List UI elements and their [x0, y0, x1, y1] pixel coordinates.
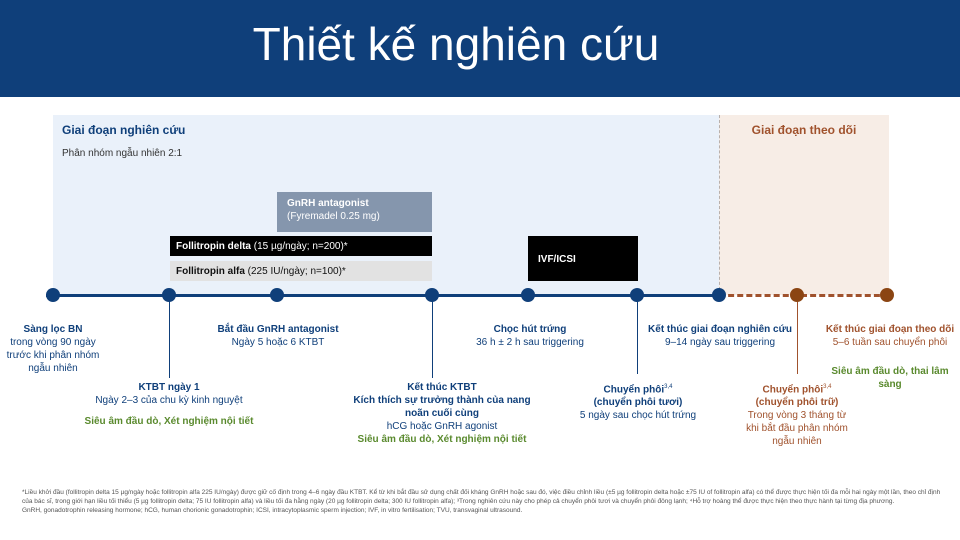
followup-phase-region — [719, 115, 889, 295]
study-phase-label: Giai đoạn nghiên cứu — [62, 123, 186, 137]
alfa-detail: (225 IU/ngày; n=100)* — [244, 266, 346, 277]
timeline-study — [46, 294, 719, 297]
stem-transfer-frozen — [797, 300, 798, 374]
timeline-followup — [719, 294, 889, 297]
footnote-abbreviations: GnRH, gonadotrophin releasing hormone; h… — [22, 507, 523, 514]
follitropin-alfa-box: Follitropin alfa (225 IU/ngày; n=100)* — [170, 261, 432, 281]
footnote: *Liều khởi đầu (follitropin delta 15 µg/… — [22, 488, 942, 515]
label-antagonist-start: Bắt đầu GnRH antagonist Ngày 5 hoặc 6 KT… — [188, 323, 368, 349]
stem-ktbt — [169, 300, 170, 378]
ktbt-end-assessment: Siêu âm đầu dò, Xét nghiệm nội tiết — [357, 434, 527, 445]
study-end-title: Kết thúc giai đoạn nghiên cứu — [648, 324, 792, 335]
antagonist-detail: (Fyremadel 0.25 mg) — [287, 211, 380, 222]
transfer-frozen-subtitle: (chuyển phôi trữ) — [755, 397, 839, 409]
followup-end-detail: 5–6 tuần sau chuyển phôi — [832, 337, 948, 348]
followup-end-title: Kết thúc giai đoạn theo dõi — [825, 324, 955, 335]
ktbt-detail: Ngày 2–3 của chu kỳ kinh nguyệt — [95, 395, 243, 406]
label-ktbt: KTBT ngày 1 Ngày 2–3 của chu kỳ kinh ngu… — [74, 381, 264, 428]
transfer-fresh-sup: 3,4 — [664, 384, 673, 390]
screening-title: Sàng lọc BN — [23, 324, 83, 335]
node-transfer-fresh — [630, 288, 644, 302]
transfer-fresh-title: Chuyển phôi — [603, 384, 665, 396]
ktbt-assessment: Siêu âm đầu dò, Xét nghiệm nội tiết — [84, 416, 254, 427]
transfer-fresh-subtitle: (chuyển phôi tươi) — [593, 397, 683, 409]
retrieval-title: Chọc hút trứng — [493, 324, 567, 335]
ktbt-end-title: Kết thúc KTBT — [407, 382, 477, 393]
label-study-end: Kết thúc giai đoạn nghiên cứu 9–14 ngày … — [636, 323, 804, 349]
node-study-end — [712, 288, 726, 302]
delta-name: Follitropin delta — [176, 241, 251, 252]
retrieval-detail: 36 h ± 2 h sau triggering — [476, 337, 584, 348]
ktbt-end-detail: hCG hoặc GnRH agonist — [386, 421, 498, 432]
randomization-label: Phân nhóm ngẫu nhiên 2:1 — [62, 148, 183, 159]
label-retrieval: Chọc hút trứng 36 h ± 2 h sau triggering — [462, 323, 598, 349]
stem-transfer-fresh — [637, 300, 638, 374]
transfer-frozen-title: Chuyển phôi — [762, 384, 824, 396]
alfa-name: Follitropin alfa — [176, 266, 245, 277]
label-transfer-frozen: Chuyển phôi3,4 (chuyển phôi trữ) Trong v… — [742, 381, 852, 448]
delta-detail: (15 µg/ngày; n=200)* — [251, 241, 348, 252]
title-bar — [0, 0, 960, 97]
study-end-detail: 9–14 ngày sau triggering — [664, 337, 776, 348]
gnrh-antagonist-box: GnRH antagonist (Fyremadel 0.25 mg) — [277, 192, 432, 232]
node-transfer-frozen — [790, 288, 804, 302]
node-antagonist-start — [270, 288, 284, 302]
transfer-fresh-detail: 5 ngày sau chọc hút trứng — [579, 410, 697, 422]
screening-detail: trong vòng 90 ngày trước khi phân nhóm n… — [6, 337, 100, 374]
label-transfer-fresh: Chuyển phôi3,4 (chuyển phôi tươi) 5 ngày… — [566, 381, 710, 422]
ivf-icsi-box: IVF/ICSI — [528, 236, 638, 281]
label-ktbt-end: Kết thúc KTBT Kích thích sự trưởng thành… — [352, 381, 532, 446]
antagonist-start-detail: Ngày 5 hoặc 6 KTBT — [231, 337, 325, 348]
antagonist-title: GnRH antagonist — [287, 198, 369, 209]
followup-end-assessment: Siêu âm đầu dò, thai lâm sàng — [831, 366, 949, 390]
follitropin-delta-box: Follitropin delta (15 µg/ngày; n=200)* — [170, 236, 432, 256]
footnote-main: *Liều khởi đầu (follitropin delta 15 µg/… — [22, 489, 941, 505]
transfer-frozen-detail: Trong vòng 3 tháng từ khi bắt đầu phân n… — [746, 410, 848, 448]
page-title: Thiết kế nghiên cứu — [252, 18, 660, 70]
node-retrieval — [521, 288, 535, 302]
followup-phase-label: Giai đoạn theo dõi — [751, 123, 857, 137]
node-ktbt — [162, 288, 176, 302]
stem-ktbt-end — [432, 300, 433, 378]
phase-divider — [719, 115, 720, 295]
node-followup-end — [880, 288, 894, 302]
label-followup-end: Kết thúc giai đoạn theo dõi 5–6 tuần sau… — [822, 323, 958, 391]
ktbt-end-subtitle: Kích thích sự trưởng thành của nang noãn… — [353, 395, 531, 419]
transfer-frozen-sup: 3,4 — [823, 384, 832, 390]
ktbt-title: KTBT ngày 1 — [138, 382, 200, 393]
node-ktbt-end — [425, 288, 439, 302]
antagonist-start-title: Bắt đầu GnRH antagonist — [217, 324, 339, 335]
node-screening — [46, 288, 60, 302]
label-screening: Sàng lọc BN trong vòng 90 ngày trước khi… — [0, 323, 106, 375]
